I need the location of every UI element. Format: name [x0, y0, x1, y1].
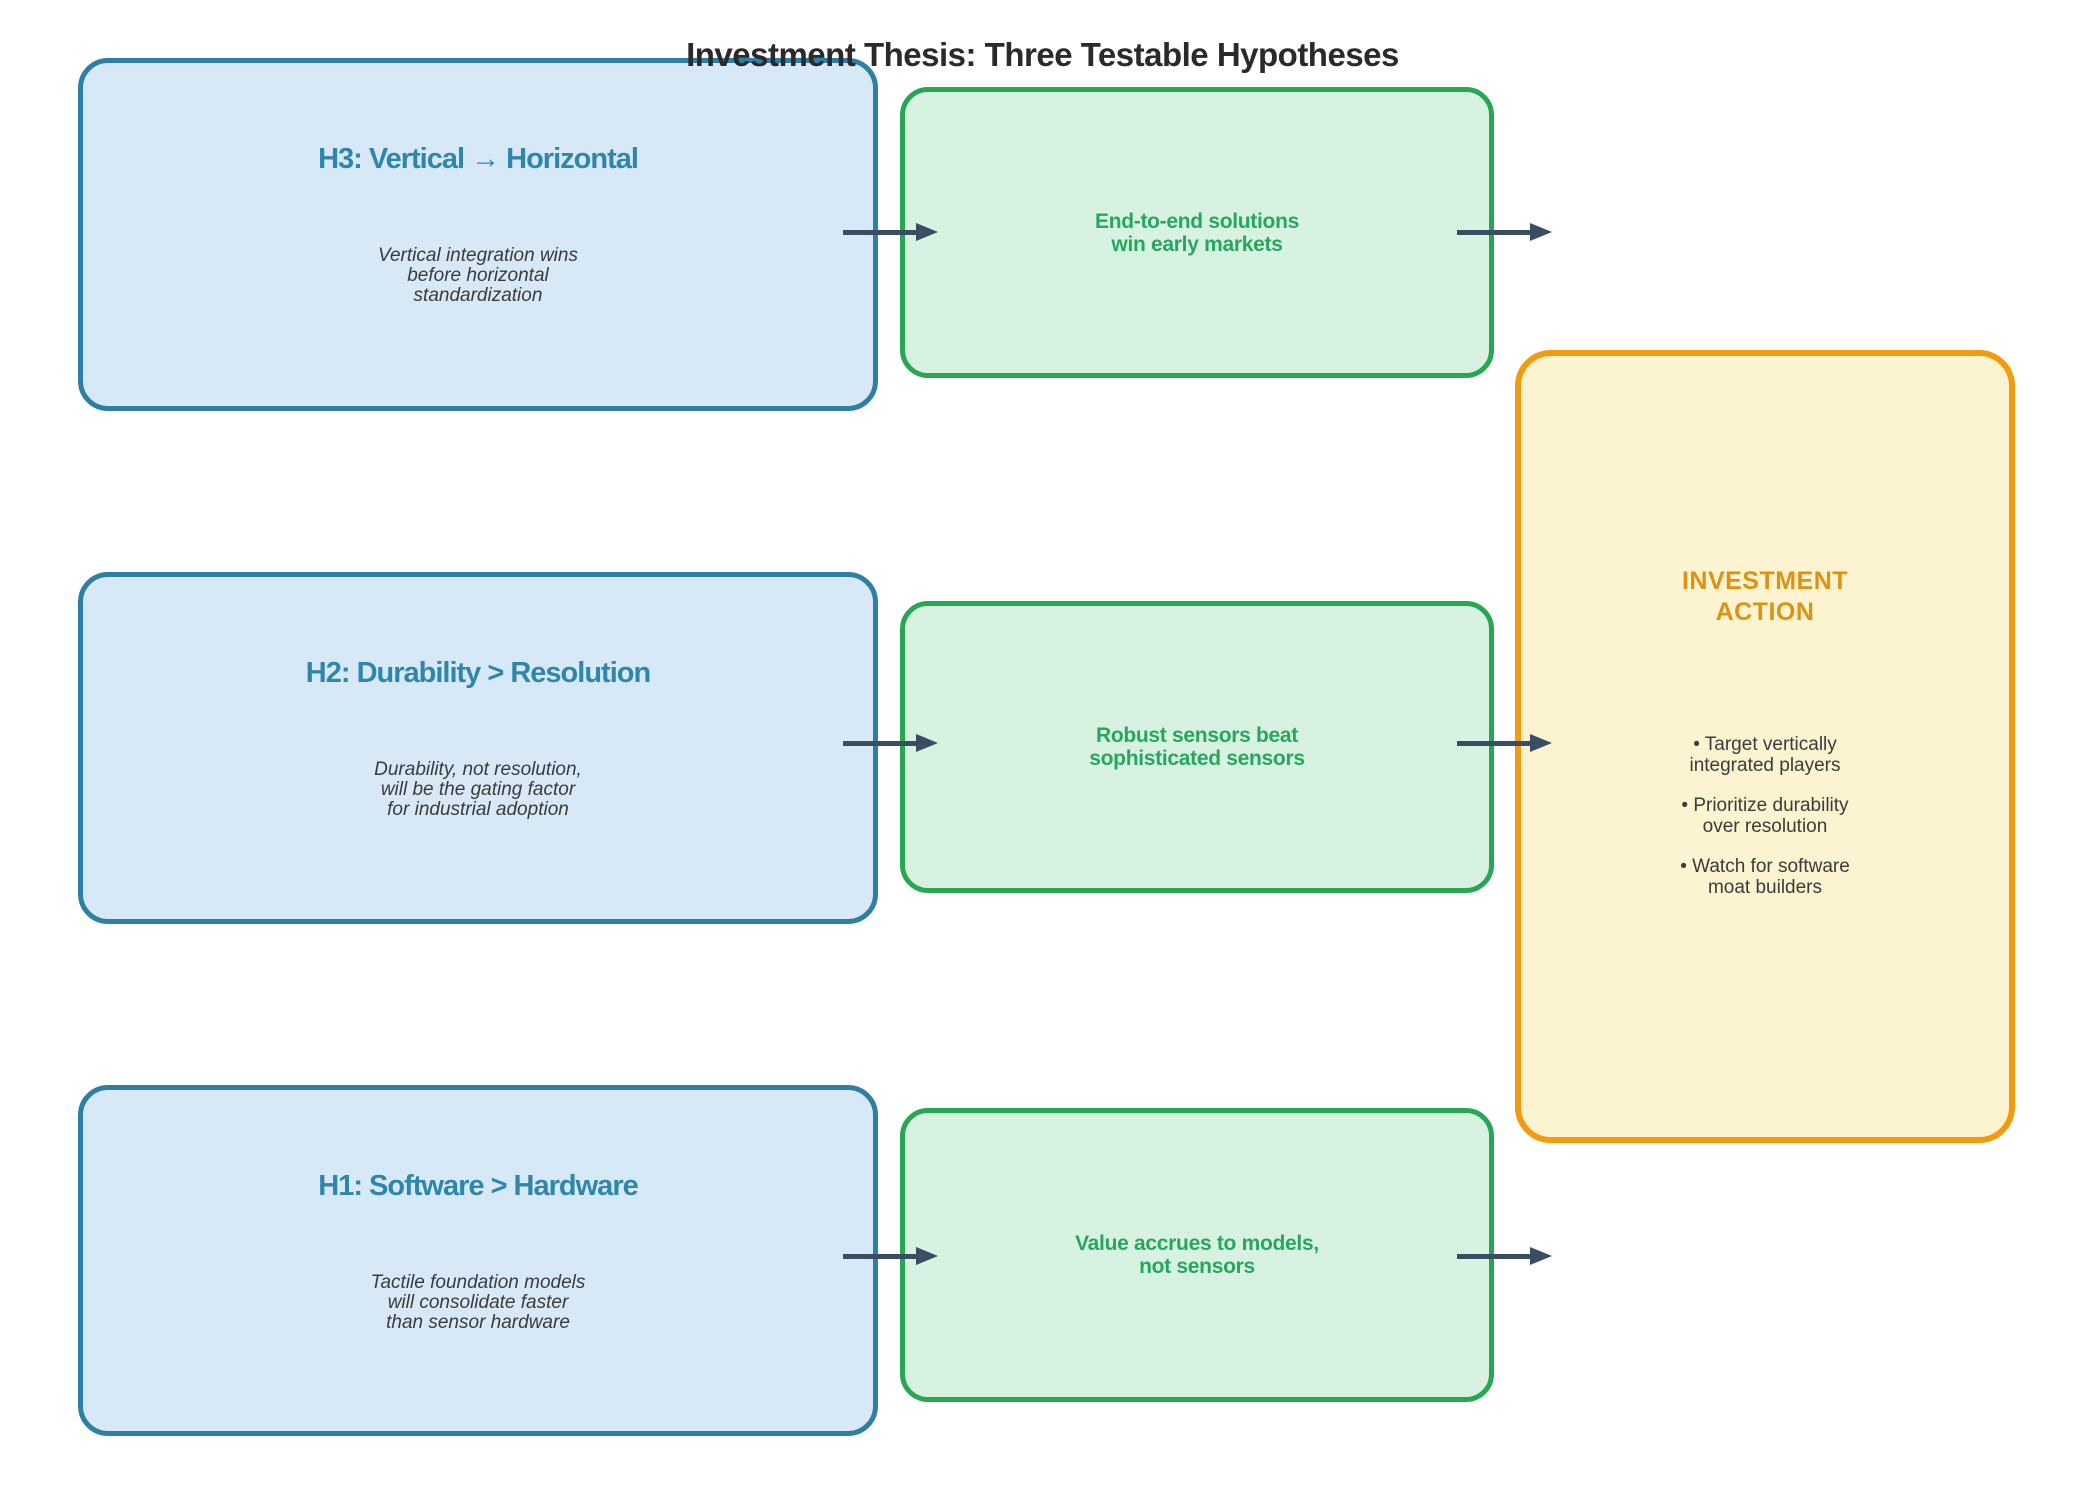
investment-action-bullet: • Watch for software moat builders	[1680, 856, 1850, 898]
arrow-h1-to-implication-icon	[843, 1247, 938, 1265]
implication-h2-text: Robust sensors beat sophisticated sensor…	[1089, 724, 1305, 770]
arrow-h3-to-implication-icon	[843, 223, 938, 241]
hypothesis-box-h2: H2: Durability > Resolution Durability, …	[78, 572, 878, 924]
arrow-h2-implication-to-action-icon	[1457, 734, 1552, 752]
diagram-title: Investment Thesis: Three Testable Hypoth…	[686, 36, 1399, 73]
implication-box-h2: Robust sensors beat sophisticated sensor…	[900, 601, 1494, 893]
hypothesis-h3-title: H3: Vertical → Horizontal	[318, 143, 639, 175]
arrow-h2-to-implication-icon	[843, 734, 938, 752]
arrow-h1-implication-to-action-icon	[1457, 1247, 1552, 1265]
arrow-h3-implication-to-action-icon	[1457, 223, 1552, 241]
hypothesis-box-h3: H3: Vertical → Horizontal Vertical integ…	[78, 58, 878, 411]
investment-action-bullet: • Target vertically integrated players	[1689, 734, 1841, 776]
hypothesis-h1-title: H1: Software > Hardware	[318, 1170, 638, 1202]
implication-box-h3: End-to-end solutions win early markets	[900, 87, 1494, 378]
hypothesis-h2-rationale: Durability, not resolution, will be the …	[374, 759, 582, 820]
hypothesis-h2-title: H2: Durability > Resolution	[305, 657, 651, 689]
implication-h1-text: Value accrues to models, not sensors	[1075, 1232, 1319, 1278]
hypothesis-h3-rationale: Vertical integration wins before horizon…	[378, 245, 578, 306]
investment-action-title: INVESTMENT ACTION	[1681, 567, 1849, 626]
hypothesis-h1-rationale: Tactile foundation models will consolida…	[370, 1272, 586, 1333]
implication-h3-text: End-to-end solutions win early markets	[1095, 209, 1299, 256]
hypothesis-box-h1: H1: Software > Hardware Tactile foundati…	[78, 1085, 878, 1436]
investment-action-bullet: • Prioritize durability over resolution	[1681, 795, 1849, 837]
investment-action-box: INVESTMENT ACTION • Target vertically in…	[1515, 350, 2015, 1143]
investment-action-bullet-list: • Target vertically integrated players •…	[1680, 734, 1850, 917]
implication-box-h1: Value accrues to models, not sensors	[900, 1108, 1494, 1402]
